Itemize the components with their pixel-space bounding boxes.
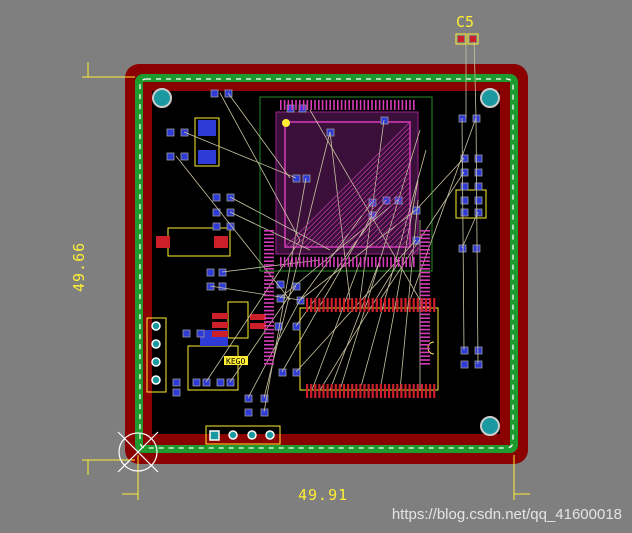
mount-holes[interactable] bbox=[152, 88, 500, 436]
dimension-height-label: 49.66 bbox=[70, 241, 88, 292]
sop-pins bbox=[306, 298, 436, 398]
header-bottom[interactable] bbox=[209, 430, 275, 441]
header-left[interactable] bbox=[151, 321, 161, 385]
red-pads[interactable] bbox=[156, 236, 266, 337]
silk-text: KEGO bbox=[226, 357, 245, 366]
dimension-width-label: 49.91 bbox=[298, 486, 349, 504]
pin1-marker bbox=[282, 119, 290, 127]
origin-marker bbox=[117, 431, 159, 473]
vias[interactable] bbox=[166, 89, 483, 417]
dimension-lines bbox=[82, 62, 530, 500]
component-designator-c5[interactable]: C5 bbox=[456, 13, 475, 31]
route-outline-dash bbox=[139, 78, 514, 449]
blue-pads[interactable] bbox=[198, 120, 228, 346]
watermark: https://blog.csdn.net/qq_41600018 bbox=[391, 506, 622, 523]
c5-pads[interactable] bbox=[455, 33, 479, 45]
